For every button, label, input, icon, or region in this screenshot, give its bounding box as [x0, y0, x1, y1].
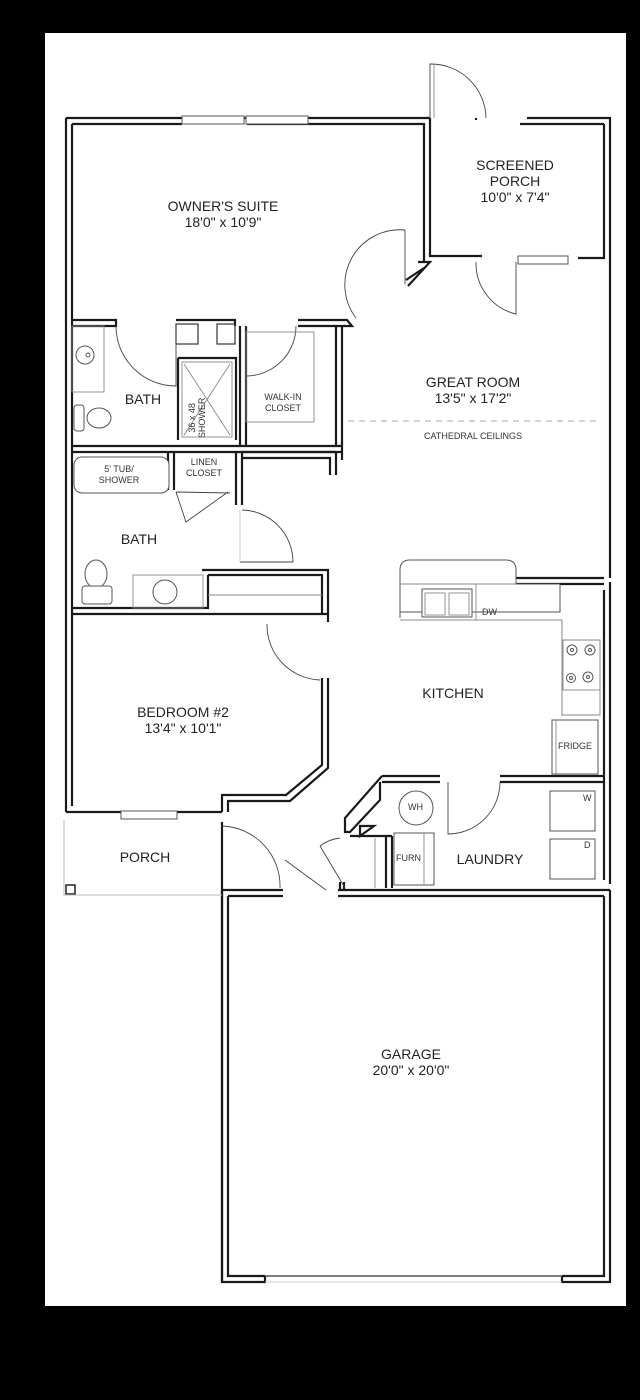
dryer-icon — [549, 838, 596, 880]
room-name: BATH — [124, 391, 162, 407]
closet-line1: WALK-IN — [264, 392, 302, 402]
floor-plan-sheet — [45, 33, 626, 1306]
shower-text: SHOWER — [197, 397, 207, 439]
stove-icon — [562, 639, 601, 691]
room-label-owners-bath: BATH — [125, 391, 161, 407]
water-heater-icon — [398, 790, 434, 826]
window-bedroom-2 — [120, 810, 178, 820]
room-name: OWNER'S SUITE — [167, 198, 279, 214]
room-label-kitchen: KITCHEN — [422, 685, 483, 701]
room-name-line2: PORCH — [489, 173, 541, 190]
tub-icon — [73, 456, 170, 494]
kitchen-sink-icon — [421, 588, 473, 618]
dishwasher-label: DW — [482, 607, 497, 617]
interior-walls — [72, 260, 604, 890]
shower-label: 36 x 48 SHOWER — [187, 393, 208, 443]
room-label-porch: PORCH — [120, 849, 171, 865]
room-label-walk-in-closet: WALK-IN CLOSET — [264, 392, 301, 414]
room-label-owners-suite: OWNER'S SUITE 18'0" x 10'9" — [168, 198, 279, 230]
vanity-owners-bath — [71, 325, 105, 393]
dryer-label: D — [584, 840, 591, 850]
furnace-icon — [393, 832, 435, 886]
toilet-hall-bath-icon — [84, 559, 108, 589]
fixtures — [63, 325, 601, 896]
closet-line2: CLOSET — [264, 402, 302, 413]
door-swings — [115, 63, 517, 891]
door-screened-porch-interior — [475, 261, 517, 315]
door-owners-bath — [115, 325, 177, 387]
room-name: BATH — [120, 531, 158, 547]
room-dimensions: 18'0" x 10'9" — [184, 214, 262, 231]
door-screened-porch-exterior — [429, 63, 487, 119]
water-heater-label: WH — [408, 802, 423, 812]
window-owners-suite-2 — [245, 115, 309, 125]
window-owners-suite-1 — [181, 115, 245, 125]
room-label-laundry: LAUNDRY — [457, 851, 524, 867]
tub-line1: 5' TUB/ — [104, 464, 134, 474]
tub-line2: SHOWER — [98, 474, 140, 485]
door-bedroom-2 — [266, 623, 321, 681]
sink-owners-bath-icon — [75, 345, 95, 365]
door-laundry — [447, 781, 501, 835]
sink-hall-bath-icon — [152, 579, 178, 605]
exterior-walls — [64, 116, 612, 1284]
room-name: BEDROOM #2 — [137, 704, 229, 720]
linen-line2: CLOSET — [185, 467, 223, 478]
room-label-linen-closet: LINEN CLOSET — [186, 457, 222, 479]
door-linen-closet — [175, 491, 231, 523]
linen-line1: LINEN — [190, 457, 218, 467]
door-hall-bath — [240, 509, 294, 563]
room-name: GARAGE — [381, 1046, 441, 1062]
room-name: LAUNDRY — [456, 851, 524, 867]
shower-icon — [181, 361, 233, 438]
tub-shower-label: 5' TUB/ SHOWER — [99, 464, 140, 486]
room-dimensions: 10'0" x 7'4" — [480, 189, 550, 206]
washer-icon — [549, 790, 596, 832]
room-dimensions: 13'5" x 17'2" — [434, 390, 512, 407]
room-dimensions: 20'0" x 20'0" — [372, 1062, 450, 1079]
room-label-hall-bath: BATH — [121, 531, 157, 547]
window-great-room — [517, 255, 569, 265]
room-label-great-room: GREAT ROOM 13'5" x 17'2" — [426, 374, 520, 406]
room-name: PORCH — [119, 849, 171, 865]
door-front-entry — [221, 825, 281, 889]
room-dimensions: 13'4" x 10'1" — [144, 720, 222, 737]
room-label-bedroom-2: BEDROOM #2 13'4" x 10'1" — [137, 704, 229, 736]
vanity-hall-bath — [132, 574, 204, 609]
windows — [120, 115, 569, 820]
room-label-garage: GARAGE 20'0" x 20'0" — [373, 1046, 450, 1078]
door-owners-suite — [344, 229, 406, 319]
fridge-icon — [551, 719, 599, 775]
toilet-owners-bath-icon — [86, 407, 112, 429]
washer-label: W — [583, 793, 592, 803]
furnace-label: FURN — [396, 853, 421, 863]
room-name: KITCHEN — [422, 685, 484, 701]
door-garage-entry — [284, 845, 346, 891]
room-name: GREAT ROOM — [425, 374, 521, 390]
room-label-screened-porch: SCREENED PORCH 10'0" x 7'4" — [476, 157, 554, 205]
fridge-label: FRIDGE — [558, 741, 593, 751]
great-room-note: CATHEDRAL CEILINGS — [423, 431, 523, 441]
porch-post — [65, 884, 76, 895]
room-name-line1: SCREENED — [476, 157, 554, 173]
door-walk-in-closet — [245, 325, 297, 377]
